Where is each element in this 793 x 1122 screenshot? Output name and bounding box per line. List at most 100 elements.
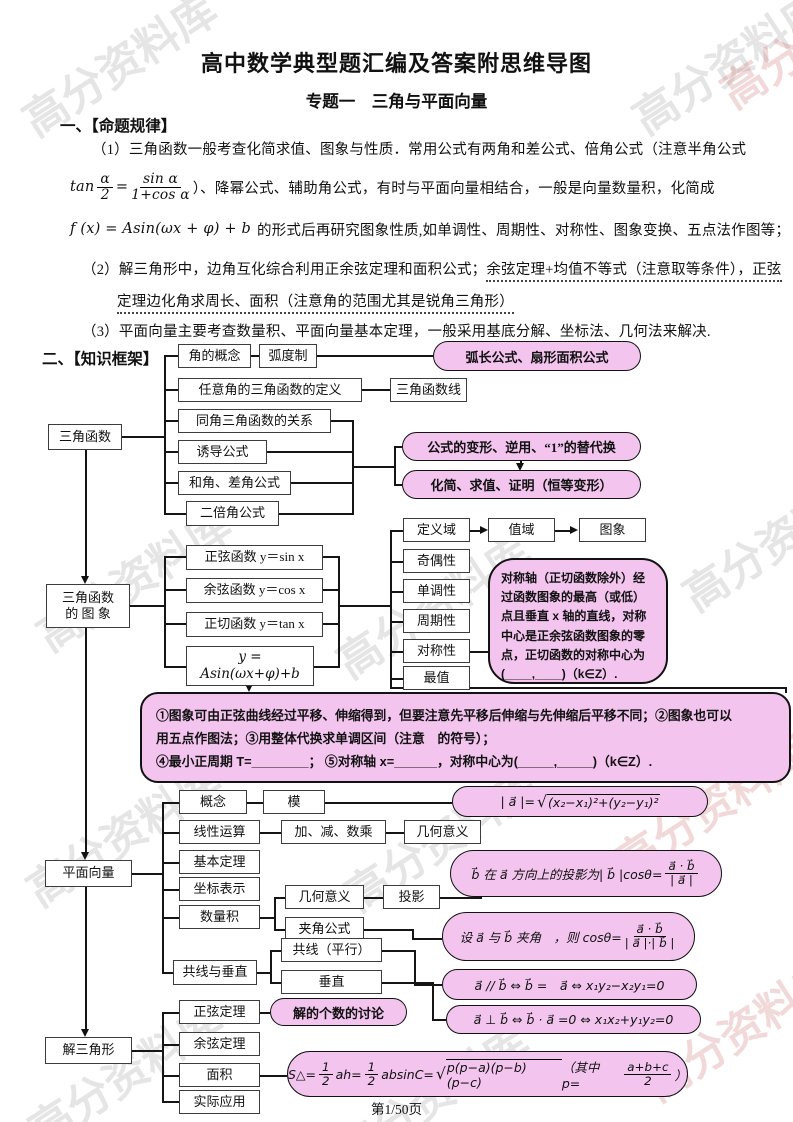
connector bbox=[164, 420, 178, 422]
node-triangle-area: 面积 bbox=[179, 1063, 260, 1087]
callout-symmetry-note: 对称轴（正切函数除外）经过函数图象的最高（或低）点且垂直 x 轴的直线，对称中心… bbox=[488, 558, 668, 684]
rules-p2-emphasis2: 定理边化角求周长、面积（注意角的范围尤其是锐角三角形） bbox=[117, 294, 514, 314]
connector bbox=[390, 687, 787, 689]
node-double-angle-formulas: 二倍角公式 bbox=[186, 501, 279, 526]
node-angle-concept: 角的概念 bbox=[178, 344, 251, 368]
node-add-sub-scalar: 加、减、数乘 bbox=[281, 820, 386, 844]
connector bbox=[470, 530, 482, 532]
fx-formula: f (x) = Asin(ωx + φ) + b bbox=[70, 221, 252, 237]
area-formula-seg4: （其中 p= bbox=[561, 1060, 600, 1091]
connector bbox=[132, 873, 162, 875]
connector bbox=[274, 897, 285, 899]
arrow-down-icon bbox=[81, 576, 89, 584]
projection-formula-lhs: b⃗ 在 a⃗ 方向上的投影为| b⃗ |cosθ= bbox=[471, 867, 663, 882]
connector bbox=[279, 513, 352, 515]
node-monotonicity: 单调性 bbox=[403, 579, 470, 603]
sqrt-symbol: √ bbox=[536, 792, 547, 811]
node-domain: 定义域 bbox=[403, 518, 470, 542]
connector bbox=[164, 666, 186, 668]
connector bbox=[164, 556, 186, 558]
connector bbox=[274, 897, 276, 931]
connector bbox=[260, 917, 274, 919]
connector bbox=[386, 832, 404, 834]
connector bbox=[270, 950, 281, 952]
connector bbox=[314, 666, 338, 668]
angle-formula-fraction: a⃗ · b⃗| a⃗ |·| b⃗ | bbox=[624, 922, 675, 950]
connector bbox=[260, 1012, 270, 1014]
connector bbox=[85, 887, 87, 1029]
angle-formula-lhs: 设 a⃗ 与 b⃗ 夹角 ，则 cosθ= bbox=[459, 930, 622, 945]
node-graph-image: 图象 bbox=[579, 518, 646, 542]
connector bbox=[164, 451, 178, 453]
connector bbox=[390, 591, 403, 593]
node-geometric-meaning-dot: 几何意义 bbox=[285, 885, 364, 909]
node-tangent-function: 正切函数 y＝tan x bbox=[186, 612, 323, 637]
rules-p2-emphasis1: 余弦定理+均值不等式（注意取等条件），正弦 bbox=[486, 262, 782, 282]
connector bbox=[390, 621, 403, 623]
area-formula-seg3: absinC= bbox=[381, 1066, 434, 1082]
connector bbox=[394, 484, 402, 486]
node-same-angle-relations: 同角三角函数的关系 bbox=[178, 409, 331, 433]
connector bbox=[164, 355, 166, 515]
connector bbox=[162, 1012, 164, 1102]
connector bbox=[132, 1050, 162, 1052]
connector bbox=[251, 355, 259, 357]
rules-p1-line3: f (x) = Asin(ωx + φ) + b 的形式后再研究图象性质,如单调… bbox=[70, 214, 790, 244]
node-any-angle-definition: 任意角的三角函数的定义 bbox=[178, 378, 362, 402]
pill-perpendicular-condition: a⃗ ⊥ b⃗ ⇔ b⃗ · a⃗ =0 ⇔ x₁x₂+y₁y₂=0 bbox=[446, 1005, 701, 1034]
connector bbox=[164, 513, 186, 515]
connector bbox=[267, 451, 352, 453]
node-vector-modulus: 模 bbox=[263, 790, 325, 814]
node-sum-difference-formulas: 和角、差角公式 bbox=[178, 471, 291, 495]
rules-p3: （3）平面向量主要考查数量积、平面向量基本定理，一般采用基底分解、坐标法、几何法… bbox=[82, 324, 711, 340]
rules-p2-normal: （2）解三角形中，边角互化综合利用正余弦定理和面积公式； bbox=[82, 262, 487, 278]
connector bbox=[130, 605, 164, 607]
connector bbox=[247, 802, 263, 804]
connector bbox=[164, 556, 166, 668]
connector bbox=[323, 623, 338, 625]
connector bbox=[162, 1044, 179, 1046]
rules-heading: 一、【命题规律】 bbox=[60, 118, 177, 135]
node-periodicity: 周期性 bbox=[403, 609, 470, 633]
connector bbox=[166, 355, 178, 357]
node-trig-function-lines: 三角函数线 bbox=[390, 378, 467, 402]
rules-p1-line2-text: ）、降幂公式、辅助角公式，有时与平面向量相结合，一般是向量数量积，化简成 bbox=[192, 180, 715, 197]
arrow-down-icon bbox=[245, 684, 253, 692]
node-practical-application: 实际应用 bbox=[179, 1090, 260, 1114]
connector bbox=[164, 389, 178, 391]
graph-note-line1: ①图象可由正弦曲线经过平移、伸缩得到，但要注意先平移后伸缩与先伸缩后平移不同；②… bbox=[156, 708, 732, 723]
connector bbox=[162, 1101, 179, 1103]
connector bbox=[364, 929, 412, 931]
tan-formula-fn: tan bbox=[70, 179, 95, 195]
connector bbox=[432, 1019, 446, 1021]
node-range: 值域 bbox=[488, 518, 555, 542]
arrow-right-icon bbox=[480, 526, 488, 534]
connector bbox=[785, 687, 787, 693]
area-formula-lhs: S△= bbox=[288, 1066, 317, 1082]
modulus-formula-lhs: | a⃗ |= bbox=[500, 794, 535, 809]
page-subtitle: 专题一 三角与平面向量 bbox=[305, 93, 488, 111]
node-collinear-parallel: 共线（平行） bbox=[281, 938, 382, 962]
node-sine-function: 正弦函数 y＝sin x bbox=[186, 545, 323, 570]
arrow-down-icon bbox=[81, 852, 89, 860]
connector bbox=[412, 938, 442, 940]
connector bbox=[162, 1075, 179, 1077]
connector bbox=[164, 589, 186, 591]
callout-graph-notes: ①图象可由正弦曲线经过平移、伸缩得到，但要注意先平移后伸缩与先伸缩后平移不同；②… bbox=[140, 692, 791, 783]
connector bbox=[164, 623, 186, 625]
connector bbox=[162, 832, 179, 834]
graph-note-line2: 用五点作图法；③用整体代换求单调区间（注意 的符号）； bbox=[156, 731, 496, 747]
node-geometric-meaning-linear: 几何意义 bbox=[404, 820, 481, 844]
connector bbox=[440, 897, 482, 899]
graph-note-line3: ④最小正周期 T=________； ⑤对称轴 x=______，对称中心为(_… bbox=[156, 754, 653, 770]
connector bbox=[555, 530, 571, 532]
node-extreme-values: 最值 bbox=[403, 666, 470, 690]
connector bbox=[352, 466, 394, 468]
connector bbox=[274, 929, 285, 931]
rules-p1-line3-text: 的形式后再研究图象性质,如单调性、周期性、对称性、图象变换、五点法作图等； bbox=[257, 222, 791, 239]
node-projection: 投影 bbox=[383, 885, 440, 909]
node-trig-functions: 三角函数 bbox=[48, 424, 122, 450]
